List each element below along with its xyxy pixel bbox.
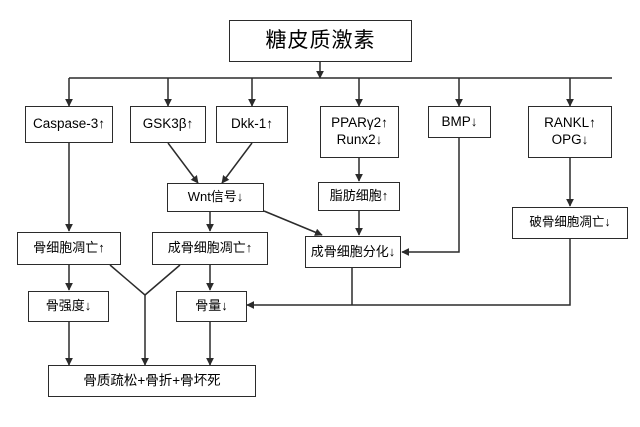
node-osteoclast-apoptosis[interactable]: 破骨细胞凋亡↓ bbox=[512, 207, 628, 239]
node-caspase3[interactable]: Caspase-3↑ bbox=[25, 106, 113, 143]
node-wnt-label: Wnt信号↓ bbox=[187, 189, 244, 205]
node-outcome-label: 骨质疏松+骨折+骨坏死 bbox=[83, 372, 221, 388]
node-glucocorticoid-label: 糖皮质激素 bbox=[265, 28, 376, 52]
node-ppar-label: PPARγ2↑ bbox=[331, 115, 388, 131]
node-osteoblast-apoptosis-label: 成骨细胞凋亡↑ bbox=[167, 240, 253, 256]
node-opg-label: OPG↓ bbox=[551, 132, 589, 147]
node-osteoclast-apoptosis-label: 破骨细胞凋亡↓ bbox=[529, 215, 611, 230]
edge-osteoblast-apoptosis-merge bbox=[144, 264, 181, 296]
node-adipocyte[interactable]: 脂肪细胞↑ bbox=[318, 182, 400, 211]
node-osteoblast-apoptosis[interactable]: 成骨细胞凋亡↑ bbox=[152, 232, 268, 265]
node-osteocyte-apoptosis-label: 骨细胞凋亡↑ bbox=[33, 240, 105, 256]
node-bone-mass-label: 骨量↓ bbox=[195, 298, 228, 314]
node-outcome[interactable]: 骨质疏松+骨折+骨坏死 bbox=[48, 365, 256, 397]
node-bone-strength-label: 骨强度↓ bbox=[45, 298, 92, 314]
node-wnt-signal[interactable]: Wnt信号↓ bbox=[167, 183, 264, 212]
node-runx2-label: Runx2↓ bbox=[336, 132, 383, 147]
node-caspase3-label: Caspase-3↑ bbox=[32, 116, 106, 132]
node-bmp-label: BMP↓ bbox=[441, 113, 478, 129]
node-osteoblast-differentiation-label: 成骨细胞分化↓ bbox=[310, 243, 396, 259]
edge-bmp-osteoblast-diff bbox=[401, 138, 460, 256]
edge-osteocyte-outcome bbox=[109, 264, 149, 366]
node-rankl-label: RANKL↑ bbox=[544, 115, 596, 131]
node-osteocyte-apoptosis[interactable]: 骨细胞凋亡↑ bbox=[17, 232, 121, 265]
node-bone-mass[interactable]: 骨量↓ bbox=[176, 291, 247, 322]
node-bmp[interactable]: BMP↓ bbox=[428, 106, 491, 138]
node-gsk3b-label: GSK3β↑ bbox=[142, 116, 194, 132]
edge-gsk3b-wnt bbox=[167, 142, 199, 184]
edge-wnt-osteoblast-diff bbox=[263, 210, 323, 236]
node-dkk1-label: Dkk-1↑ bbox=[230, 116, 273, 132]
node-ppar-runx2[interactable]: PPARγ2↑ Runx2↓ bbox=[320, 106, 399, 158]
node-bone-strength[interactable]: 骨强度↓ bbox=[28, 291, 109, 322]
edge-osteoclast-bone-mass bbox=[246, 239, 571, 309]
node-osteoblast-differentiation[interactable]: 成骨细胞分化↓ bbox=[305, 236, 401, 268]
node-rankl-opg[interactable]: RANKL↑ OPG↓ bbox=[528, 106, 612, 158]
node-dkk1[interactable]: Dkk-1↑ bbox=[216, 106, 288, 143]
node-adipocyte-label: 脂肪细胞↑ bbox=[329, 188, 389, 204]
node-glucocorticoid[interactable]: 糖皮质激素 bbox=[229, 20, 412, 62]
edge-dkk1-wnt bbox=[221, 142, 253, 184]
node-gsk3b[interactable]: GSK3β↑ bbox=[130, 106, 206, 143]
